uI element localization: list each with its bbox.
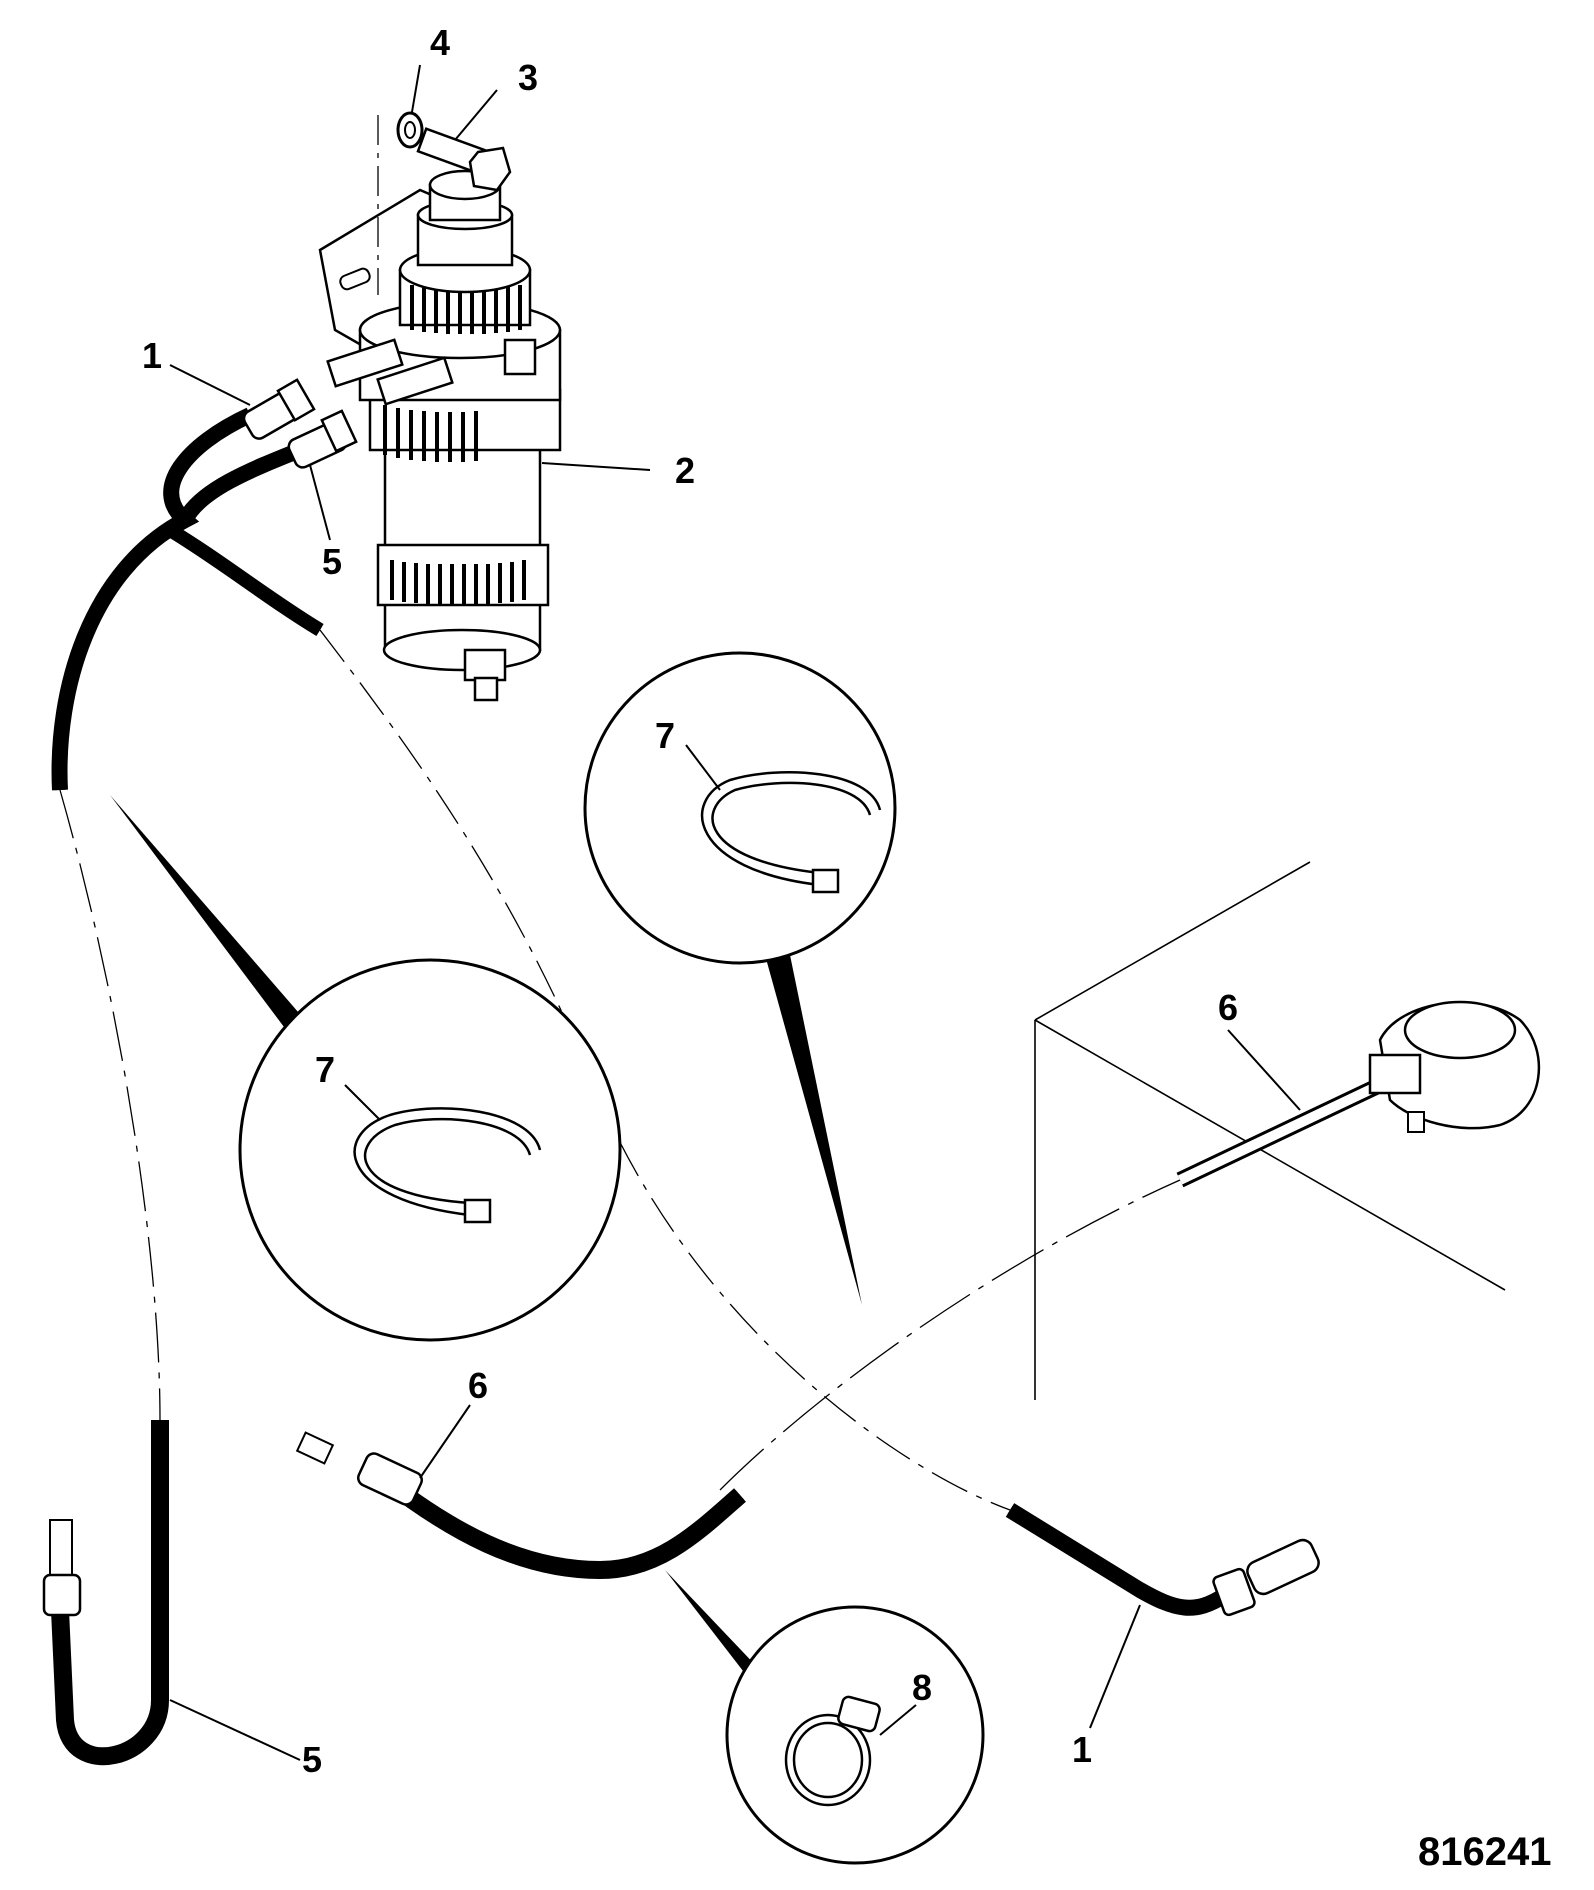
hose-5-upper bbox=[177, 409, 358, 525]
hose-5-lower bbox=[42, 1420, 169, 1766]
callout-3: 3 bbox=[518, 57, 538, 98]
callout-1-upper: 1 bbox=[142, 335, 162, 376]
callout-5-upper: 5 bbox=[322, 541, 342, 582]
callout-7-right: 7 bbox=[655, 715, 675, 756]
detail-pointer-right bbox=[765, 955, 862, 1305]
cable-tie-left bbox=[353, 1107, 542, 1224]
washer bbox=[396, 111, 424, 149]
fuel-filter-assembly bbox=[318, 115, 562, 702]
detail-circle-left bbox=[238, 958, 622, 1342]
callout-5-lower: 5 bbox=[302, 1739, 322, 1780]
callout-1-lower: 1 bbox=[1072, 1729, 1092, 1770]
callout-7-left: 7 bbox=[315, 1049, 335, 1090]
callout-6-tank: 6 bbox=[1218, 987, 1238, 1028]
bolt bbox=[416, 127, 512, 192]
callout-8: 8 bbox=[912, 1667, 932, 1708]
detail-pointer-left bbox=[110, 795, 305, 1035]
hose-clamp bbox=[784, 1695, 881, 1807]
detail-circle-right bbox=[583, 651, 897, 965]
hose-1-lower bbox=[1005, 1503, 1320, 1617]
filter-bowl bbox=[383, 428, 542, 652]
cable-tie-right bbox=[700, 771, 882, 894]
callout-4: 4 bbox=[430, 22, 450, 63]
tank-sender-unit bbox=[1368, 1000, 1541, 1133]
leader-lines bbox=[169, 64, 1301, 1761]
figure-number: 816241 bbox=[1418, 1830, 1551, 1874]
detail-pointer-bottom bbox=[665, 1570, 760, 1680]
hose-6-lower bbox=[295, 1431, 746, 1580]
callout-6-lower: 6 bbox=[468, 1365, 488, 1406]
callout-2: 2 bbox=[675, 450, 695, 491]
hose-6-tank bbox=[1176, 1077, 1384, 1188]
hose-1-upper bbox=[51, 378, 316, 791]
fuel-tank-outline bbox=[1034, 861, 1506, 1400]
